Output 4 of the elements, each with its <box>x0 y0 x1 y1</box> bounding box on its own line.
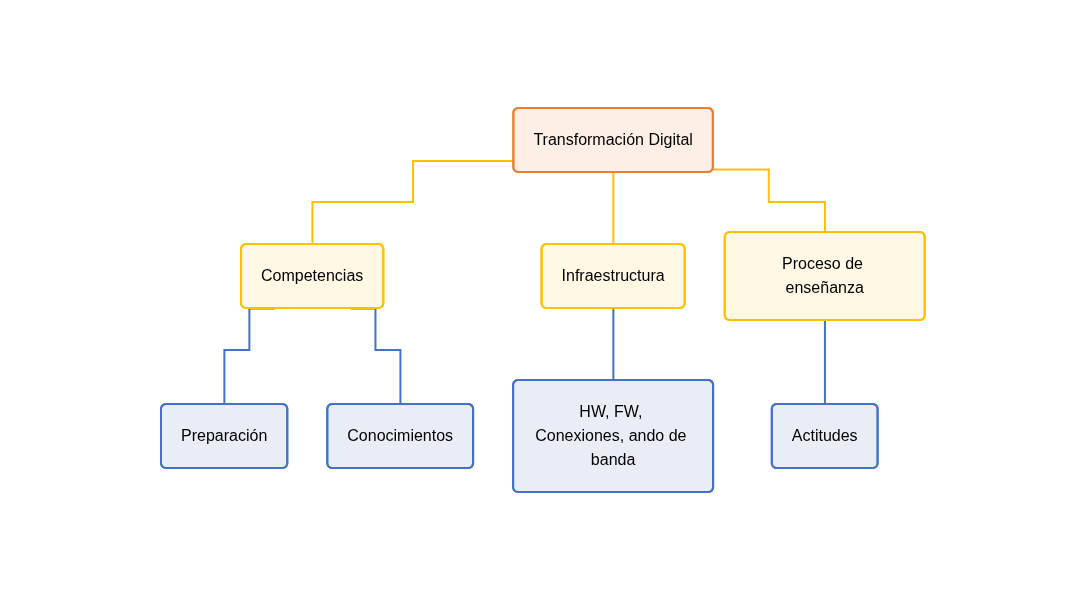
connector <box>824 319 827 406</box>
connector <box>612 307 615 382</box>
connector <box>612 171 615 246</box>
connector <box>712 168 827 234</box>
